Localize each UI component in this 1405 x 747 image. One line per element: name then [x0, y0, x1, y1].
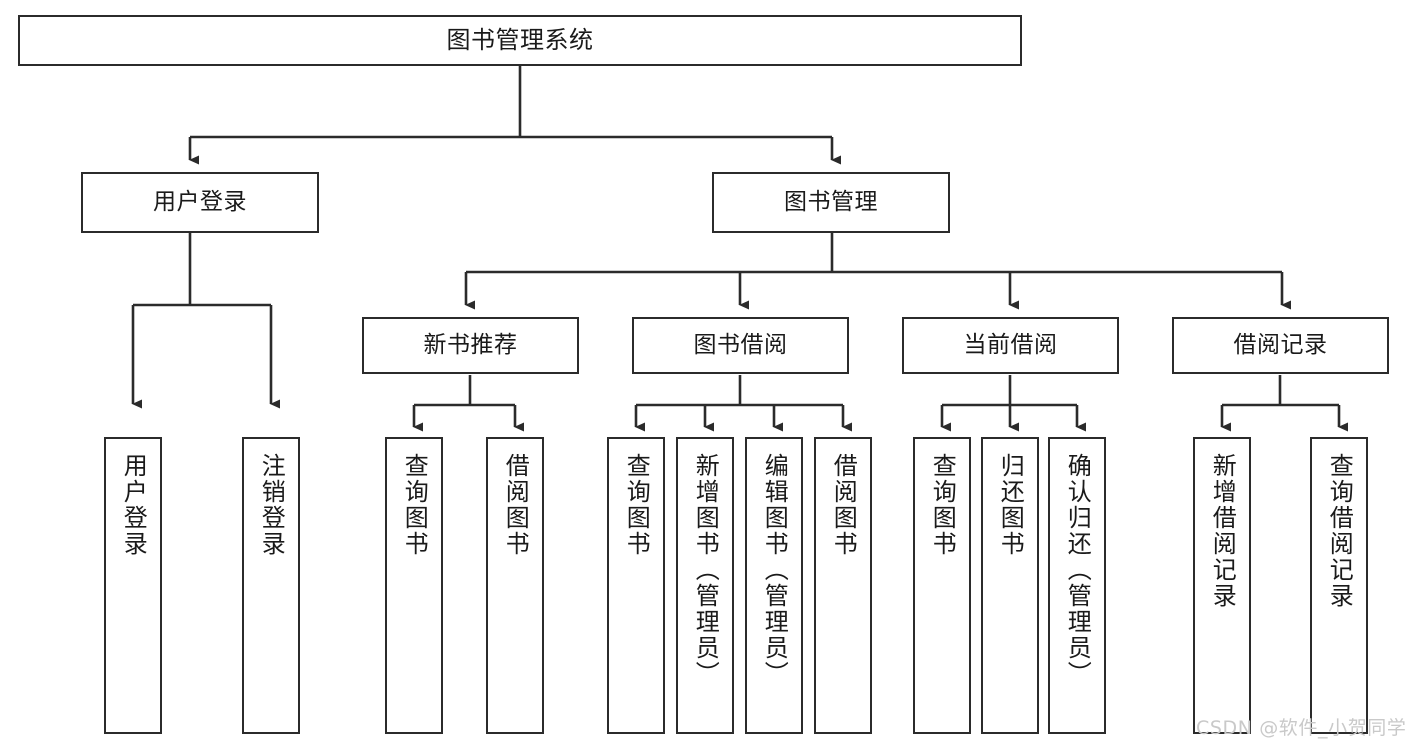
node-label: 确认归还（管理员） — [1063, 453, 1092, 687]
node-label: 用户登录 — [153, 188, 247, 215]
node-label: 编辑图书（管理员） — [760, 453, 789, 687]
node-book-management[interactable]: 图书管理 — [712, 172, 950, 233]
leaf-cb-return-book[interactable]: 归还图书 — [981, 437, 1039, 734]
csdn-watermark: CSDN @软件_小贺同学 — [1196, 717, 1405, 739]
leaf-logout[interactable]: 注销登录 — [242, 437, 300, 734]
leaf-cb-confirm-return-admin[interactable]: 确认归还（管理员） — [1048, 437, 1106, 734]
node-borrow-record[interactable]: 借阅记录 — [1172, 317, 1389, 374]
node-label: 借阅图书 — [829, 453, 858, 557]
leaf-nb-query-book[interactable]: 查询图书 — [385, 437, 443, 734]
leaf-bw-edit-book-admin[interactable]: 编辑图书（管理员） — [745, 437, 803, 734]
node-book-borrow[interactable]: 图书借阅 — [632, 317, 849, 374]
leaf-bw-borrow-book[interactable]: 借阅图书 — [814, 437, 872, 734]
node-label: 图书管理 — [784, 188, 878, 215]
node-label: 图书借阅 — [693, 331, 788, 358]
leaf-bw-add-book-admin[interactable]: 新增图书（管理员） — [676, 437, 734, 734]
node-label: 新增图书（管理员） — [691, 453, 720, 687]
node-new-book-recommend[interactable]: 新书推荐 — [362, 317, 579, 374]
leaf-nb-borrow-book[interactable]: 借阅图书 — [486, 437, 544, 734]
node-label: 查询图书 — [928, 453, 957, 557]
node-label: 查询图书 — [622, 453, 651, 557]
node-label: 注销登录 — [257, 453, 286, 557]
node-root-system[interactable]: 图书管理系统 — [18, 15, 1022, 66]
node-label: 当前借阅 — [963, 331, 1058, 358]
node-label: 借阅记录 — [1233, 331, 1328, 358]
node-label: 归还图书 — [996, 453, 1025, 557]
node-user-login[interactable]: 用户登录 — [81, 172, 319, 233]
leaf-rc-add-record[interactable]: 新增借阅记录 — [1193, 437, 1251, 734]
node-label: 用户登录 — [119, 453, 148, 557]
node-label: 借阅图书 — [501, 453, 530, 557]
leaf-rc-query-record[interactable]: 查询借阅记录 — [1310, 437, 1368, 734]
leaf-user-login[interactable]: 用户登录 — [104, 437, 162, 734]
leaf-cb-query-book[interactable]: 查询图书 — [913, 437, 971, 734]
node-label: 查询图书 — [400, 453, 429, 557]
node-current-borrow[interactable]: 当前借阅 — [902, 317, 1119, 374]
node-label: 新增借阅记录 — [1208, 453, 1237, 609]
node-label: 新书推荐 — [423, 331, 518, 358]
node-label: 查询借阅记录 — [1325, 453, 1354, 609]
node-label: 图书管理系统 — [446, 26, 594, 55]
leaf-bw-query-book[interactable]: 查询图书 — [607, 437, 665, 734]
